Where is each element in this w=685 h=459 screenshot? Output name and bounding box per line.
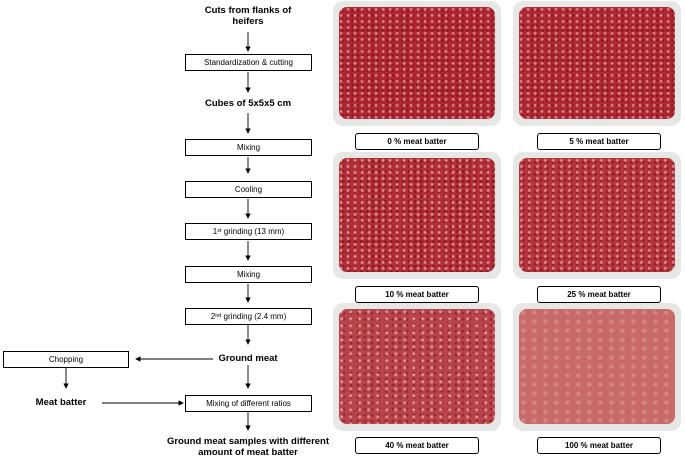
photo-100-percent: [513, 303, 681, 431]
node-meat-batter: Meat batter: [35, 397, 87, 408]
grinding-2-text: grinding (2.4 mm): [221, 312, 287, 321]
meat-texture: [519, 158, 675, 272]
photo-label-5: 5 % meat batter: [537, 133, 661, 150]
node-chopping: Chopping: [3, 351, 129, 368]
photo-5-percent: [513, 1, 681, 126]
node-standardization: Standardization & cutting: [185, 54, 312, 71]
meat-texture: [519, 309, 675, 424]
photo-0-percent: [333, 1, 501, 126]
grinding-1-ordinal-suffix: st: [217, 227, 222, 234]
node-ground-meat: Ground meat: [218, 353, 278, 364]
node-cuts-from-flanks: Cuts from flanks of heifers: [204, 5, 292, 27]
photo-label-10: 10 % meat batter: [355, 286, 479, 303]
node-mixing-ratios: Mixing of different ratios: [185, 395, 312, 412]
grinding-2-ordinal-suffix: nd: [215, 312, 222, 319]
node-mixing-1: Mixing: [185, 139, 312, 156]
grinding-1-text: grinding (13 mm): [221, 227, 285, 236]
photo-40-percent: [333, 303, 501, 431]
meat-texture: [519, 7, 675, 119]
node-mixing-2: Mixing: [185, 266, 312, 283]
photo-label-40: 40 % meat batter: [355, 437, 479, 454]
meat-texture: [339, 309, 495, 424]
photo-label-100: 100 % meat batter: [537, 437, 661, 454]
photo-10-percent: [333, 152, 501, 279]
photo-label-0: 0 % meat batter: [355, 133, 479, 150]
node-final-samples: Ground meat samples with different amoun…: [166, 436, 330, 458]
meat-texture: [339, 158, 495, 272]
photo-label-25: 25 % meat batter: [537, 286, 661, 303]
photo-25-percent: [513, 152, 681, 279]
grinding-1-ordinal: 1: [212, 227, 218, 236]
node-cooling: Cooling: [185, 181, 312, 198]
grinding-2-ordinal: 2: [210, 312, 216, 321]
node-cubes: Cubes of 5x5x5 cm: [204, 98, 292, 109]
meat-texture: [339, 7, 495, 119]
